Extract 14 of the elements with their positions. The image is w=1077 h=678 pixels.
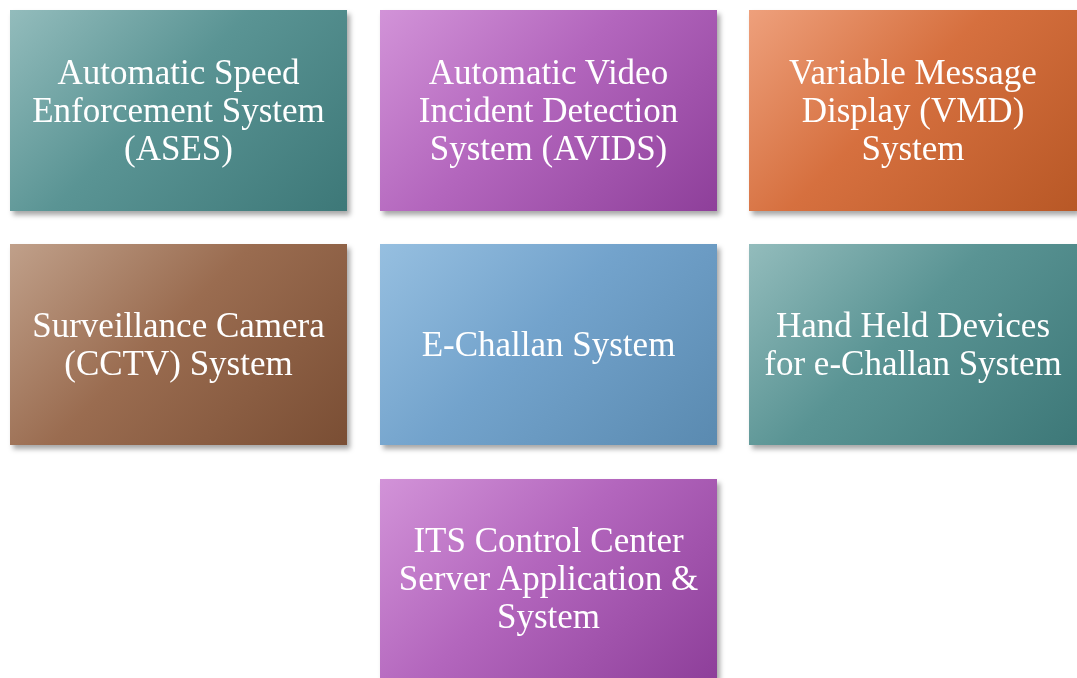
system-label: Surveillance Camera (CCTV) System: [31, 306, 326, 383]
system-box: [749, 10, 1077, 211]
system-label: Automatic Video Incident Detection System (AVIDS): [417, 53, 680, 168]
system-label: Hand Held Devices for e-Challan System: [763, 306, 1063, 383]
system-box: [380, 244, 717, 445]
system-box: [10, 244, 347, 445]
system-label: Automatic Speed Enforcement System (ASES): [31, 53, 326, 168]
system-box: [10, 10, 347, 211]
system-label: ITS Control Center Server Application & System: [397, 521, 700, 636]
system-label: Variable Message Display (VMD) System: [788, 53, 1038, 168]
system-box: [380, 479, 717, 678]
system-box: [380, 10, 717, 211]
system-label: E-Challan System: [421, 325, 676, 364]
system-box: [749, 244, 1077, 445]
